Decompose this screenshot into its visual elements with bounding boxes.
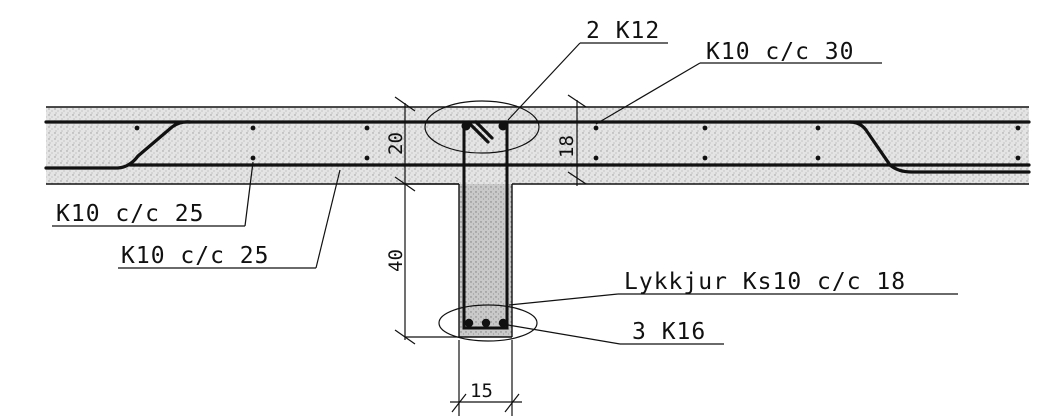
dim-slab-left: 20 — [385, 132, 407, 155]
label-slab-bottom-1: K10 c/c 25 — [56, 201, 204, 227]
slab-bottom-bar-right — [848, 120, 1031, 174]
label-slab-top-reinf: K10 c/c 30 — [706, 39, 854, 65]
callout-labels: 2 K12 K10 c/c 30 K10 c/c 25 K10 c/c 25 L… — [56, 18, 906, 345]
dim-web-width: 15 — [470, 380, 493, 402]
slab-rebar-dots — [134, 125, 1021, 161]
top-beam-bars — [461, 121, 508, 131]
stirrup — [462, 120, 509, 330]
dim-slab-right: 18 — [556, 135, 578, 158]
label-slab-bottom-2: K10 c/c 25 — [121, 243, 269, 269]
stirrup-hook — [468, 120, 494, 144]
leader-lines — [52, 42, 958, 345]
slab — [46, 107, 1029, 184]
label-bottom-bars: 3 K16 — [632, 319, 706, 345]
dimension-lines — [394, 94, 587, 416]
bottom-beam-bars — [464, 318, 508, 328]
bottom-bars-ellipse — [438, 304, 538, 342]
label-stirrups: Lykkjur Ks10 c/c 18 — [624, 269, 906, 295]
slab-bottom-bar-left — [44, 120, 192, 170]
reinforcement — [44, 100, 1031, 342]
dim-web-depth: 40 — [385, 249, 407, 272]
dimension-labels: 20 18 40 15 — [385, 132, 578, 402]
web — [459, 184, 512, 337]
label-top-bars: 2 K12 — [586, 18, 660, 44]
top-bars-ellipse — [424, 100, 540, 154]
